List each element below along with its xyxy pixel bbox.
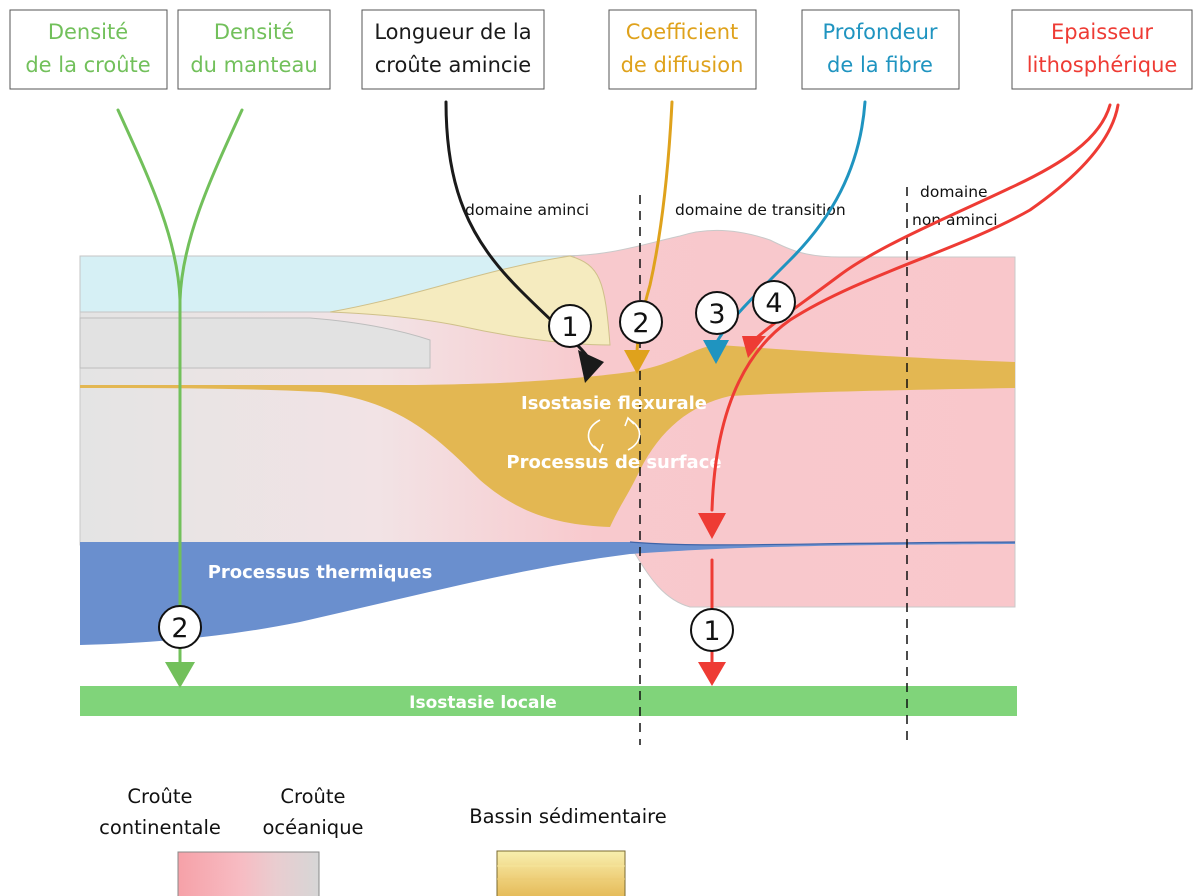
arrow-heads: [165, 336, 766, 688]
param-box-thinned-crust-length: Longueur de la croûte amincie: [361, 9, 545, 90]
marker-4-red-label: 4: [765, 288, 782, 319]
parameter-boxes: Densité de la croûte Densité du manteau …: [9, 9, 1193, 90]
crust-model: [79, 229, 1017, 716]
legend-continental-line2: continentale: [99, 816, 221, 839]
marker-2-yellow-label: 2: [632, 308, 649, 339]
red-arrowhead-upper: [742, 336, 766, 358]
marker-1-red-label: 1: [703, 616, 720, 647]
param-box-mantle-density-line1: Densité: [214, 20, 294, 44]
flexural-isostasy-label: Isostasie flexurale: [521, 393, 707, 414]
legend-basin-swatch: [496, 850, 626, 896]
oceanic-band: [79, 317, 431, 369]
marker-4-red: 4: [752, 280, 796, 324]
thermal-processes-label: Processus thermiques: [208, 562, 433, 583]
param-box-lithospheric-thickness-line2: lithosphérique: [1027, 53, 1178, 77]
green-arrow-mantle: [178, 108, 244, 302]
param-box-crust-density-line2: de la croûte: [25, 53, 150, 77]
param-box-fiber-depth: Profondeur de la fibre: [801, 9, 960, 90]
domain-thinned-label: domaine aminci: [465, 201, 589, 219]
marker-3-blue: 3: [695, 291, 739, 335]
param-box-fiber-depth-line1: Profondeur: [822, 20, 937, 44]
red-arrowhead-local: [698, 662, 726, 686]
param-box-mantle-density-line2: du manteau: [190, 53, 317, 77]
red-arrowhead-lower: [698, 513, 726, 539]
marker-1-black-label: 1: [561, 312, 578, 343]
legend-basin-label: Bassin sédimentaire: [469, 805, 667, 828]
black-arrowhead: [578, 350, 604, 383]
local-isostasy-bar: [80, 686, 1017, 716]
param-box-fiber-depth-line2: de la fibre: [827, 53, 933, 77]
green-arrowhead: [165, 662, 195, 688]
marker-1-red: 1: [690, 608, 734, 652]
legend-oceanic-line2: océanique: [262, 816, 363, 839]
param-box-thinned-crust-length-line1: Longueur de la: [374, 20, 531, 44]
domain-transition-label: domaine de transition: [675, 201, 846, 219]
domain-unthinned-label-line1: domaine: [920, 183, 988, 201]
param-box-thinned-crust-length-line2: croûte amincie: [375, 53, 531, 77]
thermal-layer: [80, 542, 1015, 645]
param-box-lithospheric-thickness: Epaisseur lithosphérique: [1011, 9, 1193, 90]
feedback-cycle-icon: [587, 416, 641, 454]
legend-continental-line1: Croûte: [127, 785, 192, 808]
blue-arrowhead: [703, 340, 729, 364]
red-arrow-lower: [710, 103, 1120, 512]
surface-processes-label: Processus de surface: [506, 452, 721, 473]
yellow-arrowhead: [624, 350, 650, 374]
param-box-crust-density: Densité de la croûte: [9, 9, 168, 90]
param-box-diffusion-coefficient-line2: de diffusion: [621, 53, 744, 77]
upper-sediment-wedge: [329, 255, 611, 346]
param-box-mantle-density: Densité du manteau: [177, 9, 331, 90]
domain-separators: [639, 187, 908, 745]
param-box-diffusion-coefficient-line1: Coefficient: [626, 20, 739, 44]
param-box-crust-density-line1: Densité: [48, 20, 128, 44]
green-arrow-crust: [116, 108, 182, 302]
legend-crust-swatch: [177, 851, 320, 896]
thermal-boundary-line: [629, 541, 1016, 546]
marker-2-green-label: 2: [171, 613, 188, 644]
marker-3-blue-label: 3: [708, 299, 725, 330]
numbered-markers: 1 2 3 4 1 2: [158, 280, 796, 652]
marker-2-yellow: 2: [619, 300, 663, 344]
legend-oceanic-line1: Croûte: [280, 785, 345, 808]
sedimentary-basin: [80, 345, 1015, 527]
param-box-diffusion-coefficient: Coefficient de diffusion: [608, 9, 757, 90]
marker-1-black: 1: [548, 304, 592, 348]
local-isostasy-label: Isostasie locale: [409, 693, 557, 713]
marker-2-green: 2: [158, 605, 202, 649]
legend: Croûte continentale Croûte océanique Bas…: [99, 785, 667, 896]
param-box-lithospheric-thickness-line1: Epaisseur: [1051, 20, 1153, 44]
